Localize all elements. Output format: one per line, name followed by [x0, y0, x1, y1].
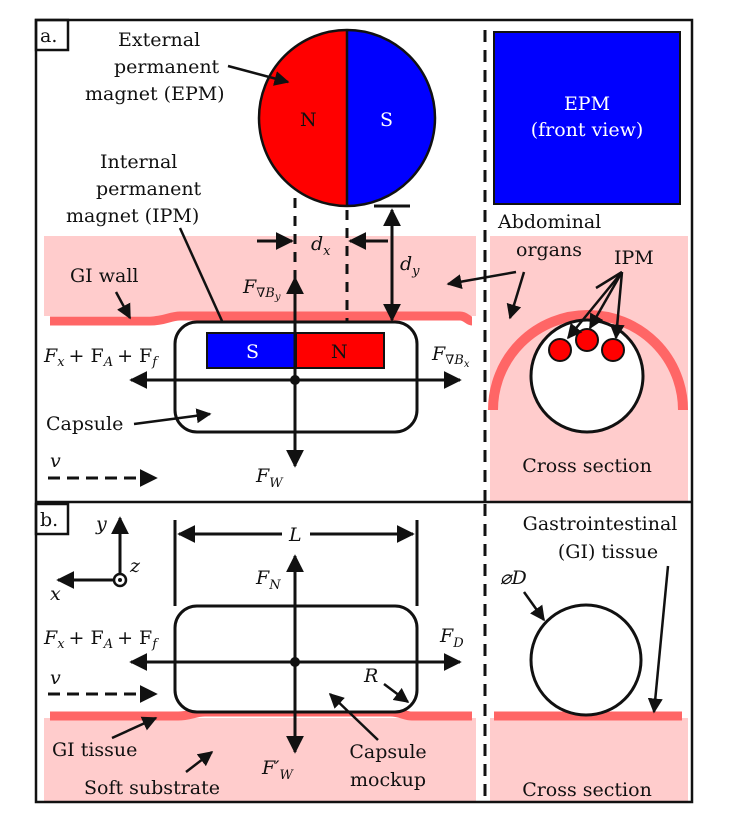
epm-label-arrow: [227, 64, 290, 86]
velocity-label-b: v: [50, 667, 61, 689]
force-drag-label: FD: [439, 625, 464, 651]
ipm-label-2: permanent: [96, 178, 202, 200]
diameter-label: ⌀D: [500, 567, 527, 589]
cross-section-label-a: Cross section: [522, 455, 652, 477]
ipm-dot-1: [548, 338, 572, 362]
gi-wall-label: GI wall: [70, 265, 138, 287]
ipm-label-1: Internal: [100, 151, 177, 173]
force-left-label: Fx+ FA+ Ff: [43, 345, 159, 370]
abdominal-label-1: Abdominal: [497, 211, 601, 233]
epm-s-label: S: [380, 109, 393, 131]
dy-label: dy: [400, 253, 420, 279]
capsule-label: Capsule: [46, 413, 123, 435]
velocity-label-a: v: [50, 450, 61, 472]
ipm-tag-arrow-2: [588, 271, 624, 330]
ipm-south: [206, 332, 297, 369]
gi-wall-arrow: [114, 291, 132, 320]
force-grad-x-label: F∇Bx: [431, 343, 470, 370]
ipm-dot-2: [575, 328, 599, 352]
ipm-s-label: S: [246, 341, 259, 363]
length-label: L: [288, 524, 302, 546]
radius-label: R: [363, 665, 378, 687]
epm-front-label-2: (front view): [531, 119, 644, 141]
radius-arrow: [383, 683, 410, 703]
force-left-b-label: Fx+ FA+ Ff: [43, 627, 159, 652]
axis-y-label: y: [95, 513, 107, 535]
epm-n-label: N: [300, 109, 317, 131]
ipm-tag-label: IPM: [614, 247, 654, 269]
epm-label-1: External: [118, 29, 200, 51]
cross-section-label-b: Cross section: [522, 779, 652, 801]
abdominal-arrow-down: [506, 271, 526, 320]
force-weight-label: FW: [255, 465, 284, 491]
ipm-label-3: magnet (IPM): [66, 205, 199, 227]
epm-south-half: [347, 30, 435, 206]
abdominal-tissue-left: [44, 236, 476, 316]
capsule-mockup-center-dot: [290, 657, 300, 667]
capsule-mockup-label-1: Capsule: [349, 741, 426, 763]
gi-tissue-right-label-1: Gastrointestinal: [523, 513, 678, 535]
gi-tissue-arrow: [111, 716, 158, 740]
force-normal-label: FN: [255, 567, 281, 593]
panel-b-tag-box: [34, 502, 70, 536]
ipm-n-label: N: [331, 341, 348, 363]
panel-b: b. y x z L FN FD Fx+ FA+ Ff F′W v R: [34, 502, 688, 802]
panel-b-tag: b.: [40, 509, 58, 531]
panel-a: a. N S External permanent magnet (EPM) E…: [34, 18, 688, 502]
soft-substrate-arrow: [185, 751, 214, 773]
gi-wall-line: [50, 311, 473, 326]
soft-substrate-left: [44, 718, 476, 802]
dx-label: dx: [311, 233, 331, 259]
ipm-dot-3: [601, 338, 625, 362]
axis-x-label: x: [50, 583, 61, 605]
gi-tissue-right-label-2: (GI) tissue: [558, 541, 658, 563]
figure-frame: [34, 18, 694, 804]
force-grad-y-label: F∇By: [242, 276, 281, 303]
capsule-mockup-arrow: [328, 692, 379, 741]
epm-magnet: N S: [257, 28, 437, 208]
epm-label-3: magnet (EPM): [85, 83, 225, 105]
ipm-tag-arrow-3: [609, 271, 625, 340]
epm-label-2: permanent: [114, 56, 220, 78]
capsule-mockup-label-2: mockup: [350, 769, 426, 791]
capsule-label-arrow: [133, 408, 212, 426]
diameter-arrow: [522, 591, 546, 622]
cross-section-capsule-b: [529, 603, 643, 717]
ipm-tag-arrow-1: [567, 271, 623, 340]
epm-front-label-1: EPM: [564, 93, 610, 115]
force-weight-b-label: F′W: [261, 757, 295, 783]
epm-front-view: [493, 31, 681, 205]
abdominal-label-2: organs: [516, 239, 582, 261]
axis-z-label: z: [129, 555, 141, 577]
abdominal-arrow-left: [446, 270, 517, 290]
soft-substrate-right: [490, 718, 688, 802]
capsule-center-dot: [290, 375, 300, 385]
gi-tissue-right-arrow: [647, 565, 670, 714]
gi-tissue-label: GI tissue: [52, 739, 137, 761]
panel-a-tag: a.: [40, 25, 57, 47]
soft-substrate-label: Soft substrate: [84, 777, 220, 799]
